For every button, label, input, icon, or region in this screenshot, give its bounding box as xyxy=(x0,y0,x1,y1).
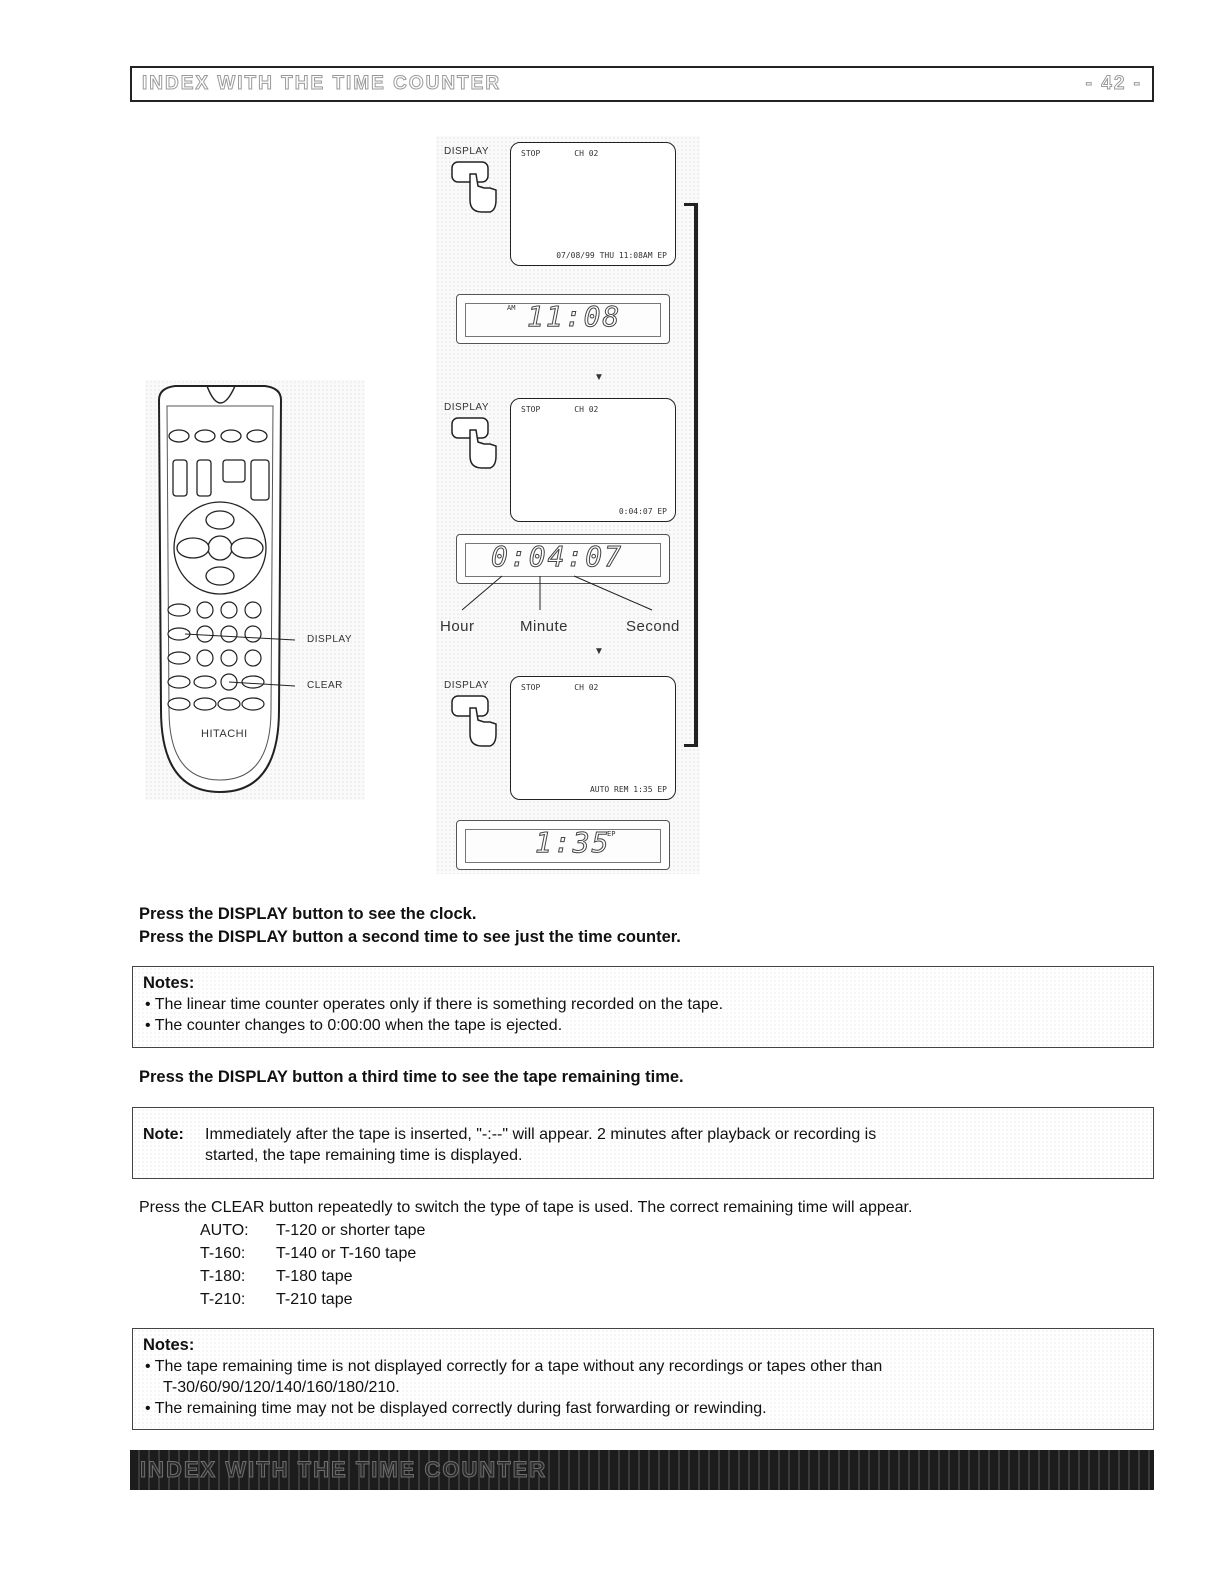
display-button-label-3: DISPLAY xyxy=(444,680,489,691)
note-label: Note: xyxy=(143,1126,184,1143)
tape-type-list: AUTO:T-120 or shorter tape T-160:T-140 o… xyxy=(200,1219,425,1311)
note-item: • The remaining time may not be displaye… xyxy=(145,1400,767,1417)
screen-channel: CH 02 xyxy=(574,683,599,692)
notes-heading: Notes: xyxy=(143,974,195,992)
lcd-tag: AM xyxy=(507,304,516,312)
list-item: T-180:T-180 tape xyxy=(200,1268,353,1285)
hand-pressing-button-icon xyxy=(451,695,497,747)
remote-brand: HITACHI xyxy=(201,728,248,740)
label-hour: Hour xyxy=(440,618,475,635)
cycle-bracket xyxy=(684,203,698,747)
screen-status: STOP xyxy=(521,405,541,414)
arrow-down-icon: ▼ xyxy=(594,372,604,383)
arrow-down-icon: ▼ xyxy=(594,646,604,657)
screen-status: STOP xyxy=(521,683,541,692)
label-second: Second xyxy=(626,618,680,635)
lcd-digits: 1:35 xyxy=(534,826,611,860)
clear-instruction: Press the CLEAR button repeatedly to swi… xyxy=(139,1199,913,1216)
lcd-digits: 0:04:07 xyxy=(490,540,624,574)
vcr-lcd-counter: 0:04:07 xyxy=(456,534,670,584)
instruction-clock: Press the DISPLAY button to see the cloc… xyxy=(139,905,477,923)
note-text-line2: started, the tape remaining time is disp… xyxy=(205,1147,523,1164)
page-header: INDEX WITH THE TIME COUNTER - 42 - xyxy=(130,66,1154,102)
hand-pressing-button-icon xyxy=(451,161,497,213)
remote-control-icon xyxy=(157,385,296,794)
note-item: • The linear time counter operates only … xyxy=(145,996,724,1013)
page-footer: INDEX WITH THE TIME COUNTER xyxy=(130,1450,1154,1490)
notes-counter: Notes: • The linear time counter operate… xyxy=(132,966,1154,1048)
screen-bottom-text: 07/08/99 THU 11:08AM EP xyxy=(556,251,667,260)
note-item-continued: T-30/60/90/120/140/160/180/210. xyxy=(163,1379,400,1396)
screen-bottom-text: AUTO REM 1:35 EP xyxy=(589,785,667,794)
screen-channel: CH 02 xyxy=(574,405,599,414)
note-item: • The tape remaining time is not display… xyxy=(145,1358,883,1375)
callout-display: DISPLAY xyxy=(307,634,352,645)
display-sequence-figure: DISPLAY STOP CH 02 07/08/99 THU 11:08AM E… xyxy=(436,136,700,874)
screen-bottom-text: 0:04:07 EP xyxy=(618,507,667,516)
lcd-tag: EP xyxy=(607,830,616,838)
page-number: - 42 - xyxy=(1085,73,1142,95)
osd-screen-counter: STOP CH 02 0:04:07 EP xyxy=(510,398,676,522)
osd-screen-clock: STOP CH 02 07/08/99 THU 11:08AM EP xyxy=(510,142,676,266)
callout-clear: CLEAR xyxy=(307,680,343,691)
note-text-line1: Immediately after the tape is inserted, … xyxy=(205,1126,877,1143)
instruction-counter: Press the DISPLAY button a second time t… xyxy=(139,928,681,946)
lcd-digits: 11:08 xyxy=(526,300,622,334)
vcr-lcd-remaining: 1:35 EP xyxy=(456,820,670,870)
display-button-label-2: DISPLAY xyxy=(444,402,489,413)
list-item: T-160:T-140 or T-160 tape xyxy=(200,1245,417,1262)
osd-screen-remaining: STOP CH 02 AUTO REM 1:35 EP xyxy=(510,676,676,800)
list-item: AUTO:T-120 or shorter tape xyxy=(200,1222,426,1239)
vcr-lcd-clock: AM 11:08 xyxy=(456,294,670,344)
notes-heading: Notes: xyxy=(143,1336,195,1354)
note-item: • The counter changes to 0:00:00 when th… xyxy=(145,1017,563,1034)
instruction-remaining: Press the DISPLAY button a third time to… xyxy=(139,1068,684,1086)
counter-pointer-lines xyxy=(461,575,653,611)
remote-illustration: DISPLAY CLEAR HITACHI xyxy=(145,380,365,800)
page-title: INDEX WITH THE TIME COUNTER xyxy=(141,73,502,95)
notes-remaining: Notes: • The tape remaining time is not … xyxy=(132,1328,1154,1430)
hand-pressing-button-icon xyxy=(451,417,497,469)
list-item: T-210:T-210 tape xyxy=(200,1291,353,1308)
footer-title: INDEX WITH THE TIME COUNTER xyxy=(139,1457,548,1483)
display-button-label-1: DISPLAY xyxy=(444,146,489,157)
screen-status: STOP xyxy=(521,149,541,158)
note-inserted: Note: Immediately after the tape is inse… xyxy=(132,1107,1154,1179)
screen-channel: CH 02 xyxy=(574,149,599,158)
label-minute: Minute xyxy=(520,618,569,635)
